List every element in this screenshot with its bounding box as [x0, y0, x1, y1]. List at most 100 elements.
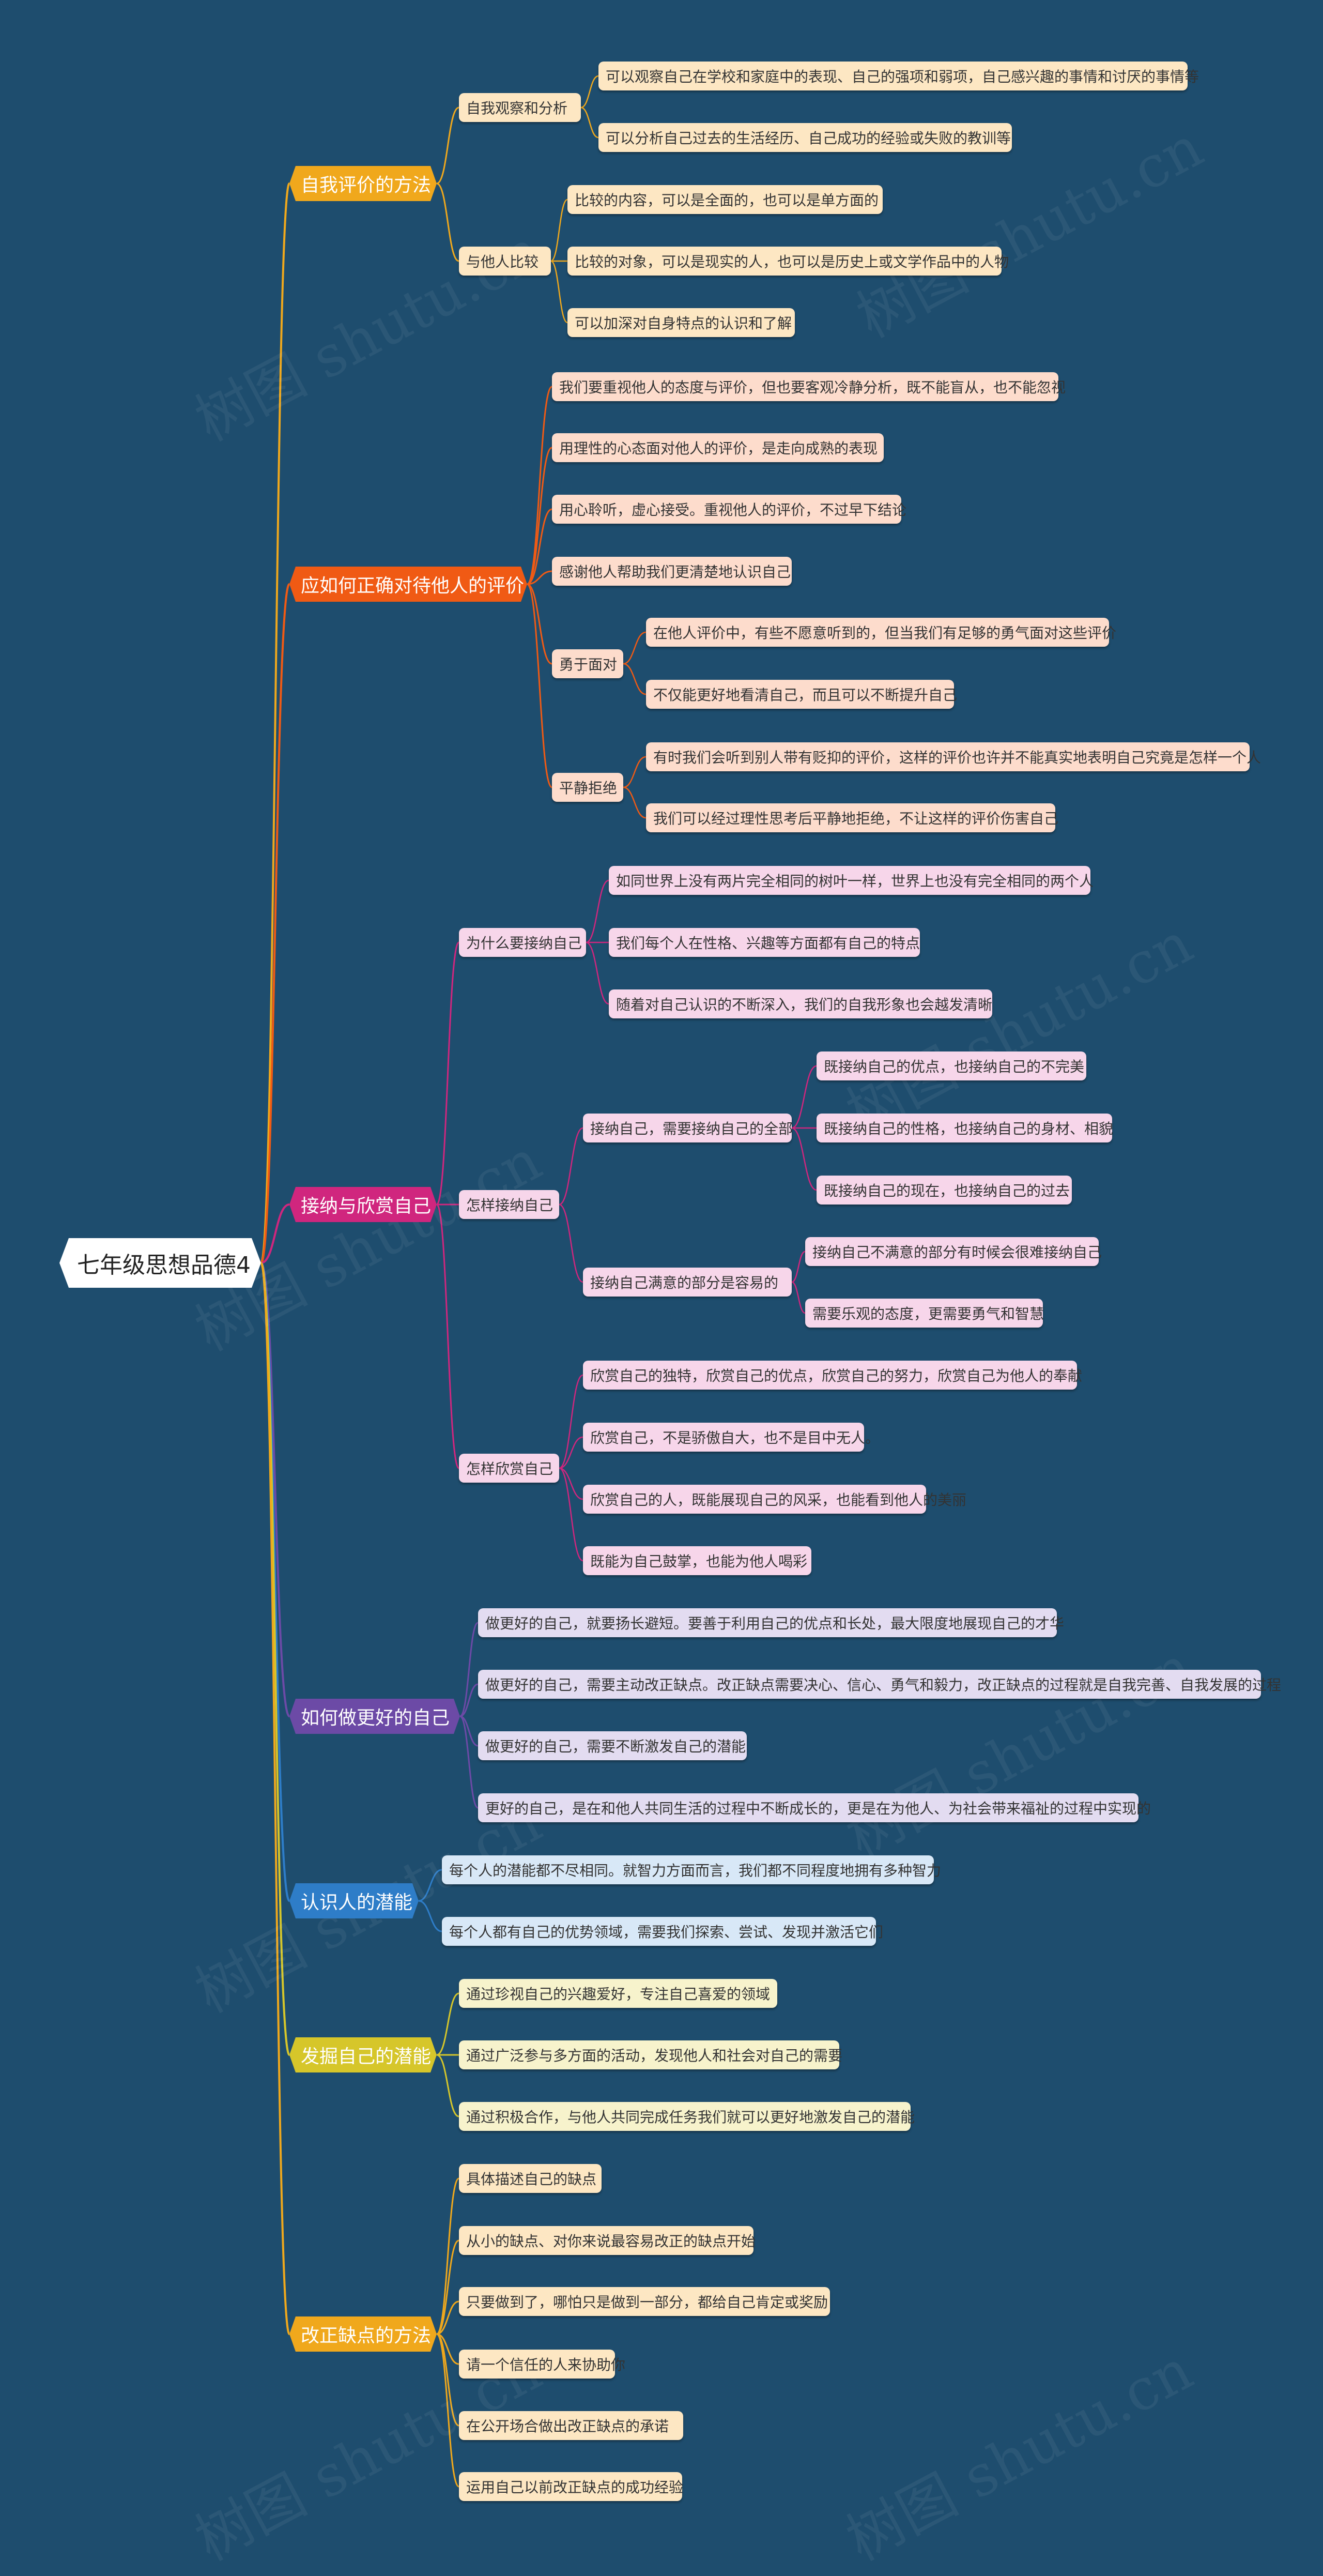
branch-node[interactable]: 认识人的潜能: [289, 1883, 419, 1918]
subtopic-node[interactable]: 欣赏自己，不是骄傲自大，也不是目中无人。: [583, 1423, 880, 1452]
branch-node[interactable]: 接纳与欣赏自己: [289, 1187, 437, 1222]
leaf-node[interactable]: 既接纳自己的优点，也接纳自己的不完美: [817, 1051, 1086, 1080]
subtopic-node[interactable]: 欣赏自己的人，既能展现自己的风采，也能看到他人的美丽: [583, 1485, 966, 1514]
connector-line: [559, 1467, 583, 1500]
topic-node[interactable]: 为什么要接纳自己: [459, 928, 586, 957]
connector-line: [550, 199, 568, 262]
connector-line: [436, 2239, 459, 2335]
connector-line: [418, 1869, 442, 1902]
connector-line: [580, 75, 599, 109]
connector-line: [559, 1467, 583, 1562]
branch-node[interactable]: 发掘自己的潜能: [289, 2037, 437, 2072]
connector-line: [623, 756, 647, 788]
connector-line: [260, 1262, 290, 2056]
topic-node[interactable]: 每个人的潜能都不尽相同。就智力方面而言，我们都不同程度地拥有多种智力: [442, 1855, 941, 1884]
connector-line: [586, 879, 609, 943]
topic-node[interactable]: 每个人都有自己的优势领域，需要我们探索、尝试、发现并激活它们: [442, 1917, 883, 1946]
topic-node[interactable]: 自我观察和分析: [459, 93, 581, 122]
topic-node[interactable]: 更好的自己，是在和他人共同生活的过程中不断成长的，更是在为他人、为社会带来福祉的…: [478, 1793, 1151, 1822]
subtopic-node[interactable]: 既能为自己鼓掌，也能为他人喝彩: [583, 1546, 811, 1575]
connector-line: [580, 106, 599, 139]
branch-node[interactable]: 应如何正确对待他人的评价: [289, 567, 527, 602]
topic-node[interactable]: 从小的缺点、对你来说最容易改正的缺点开始: [459, 2226, 756, 2255]
leaf-node[interactable]: 既接纳自己的现在，也接纳自己的过去: [817, 1176, 1072, 1205]
connector-line: [526, 583, 553, 788]
connector-line: [559, 1127, 583, 1206]
subtopic-node[interactable]: 我们每个人在性格、兴趣等方面都有自己的特点: [609, 928, 920, 957]
topic-node[interactable]: 通过广泛参与多方面的活动，发现他人和社会对自己的需要: [459, 2040, 842, 2069]
topic-node[interactable]: 做更好的自己，就要扬长避短。要善于利用自己的优点和长处，最大限度地展现自己的才华: [478, 1608, 1064, 1637]
topic-node[interactable]: 具体描述自己的缺点: [459, 2164, 602, 2193]
connector-line: [623, 786, 647, 819]
topic-node[interactable]: 我们要重视他人的态度与评价，但也要客观冷静分析，既不能盲从，也不能忽视: [552, 372, 1066, 401]
topic-node[interactable]: 请一个信任的人来协助你: [459, 2350, 625, 2379]
subtopic-node[interactable]: 可以观察自己在学校和家庭中的表现、自己的强项和弱项，自己感兴趣的事情和讨厌的事情…: [598, 62, 1199, 90]
root-node[interactable]: 七年级思想品德4: [59, 1238, 261, 1288]
connector-line: [436, 2177, 459, 2335]
leaf-node[interactable]: 需要乐观的态度，更需要勇气和智慧: [805, 1299, 1044, 1328]
connector-line: [436, 1203, 460, 1469]
topic-node[interactable]: 平静拒绝: [552, 773, 623, 802]
topic-node[interactable]: 运用自己以前改正缺点的成功经验: [459, 2472, 683, 2501]
connector-line: [526, 386, 553, 585]
subtopic-node[interactable]: 不仅能更好地看清自己，而且可以不断提升自己: [646, 680, 957, 709]
connector-line: [436, 1992, 459, 2056]
connector-line: [527, 508, 552, 585]
topic-node[interactable]: 做更好的自己，需要主动改正缺点。改正缺点需要决心、信心、勇气和毅力，改正缺点的过…: [478, 1670, 1281, 1699]
leaf-node[interactable]: 既接纳自己的性格，也接纳自己的身材、相貌: [817, 1114, 1113, 1142]
subtopic-node[interactable]: 接纳自己，需要接纳自己的全部: [583, 1114, 793, 1142]
subtopic-node[interactable]: 在他人评价中，有些不愿意听到的，但当我们有足够的勇气面对这些评价: [646, 618, 1116, 647]
topic-node[interactable]: 怎样欣赏自己: [459, 1454, 559, 1483]
topic-node[interactable]: 通过积极合作，与他人共同完成任务我们就可以更好地激发自己的潜能: [459, 2102, 915, 2131]
branch-node[interactable]: 自我评价的方法: [289, 166, 437, 201]
subtopic-node[interactable]: 如同世界上没有两片完全相同的树叶一样，世界上也没有完全相同的两个人: [609, 866, 1094, 895]
connector-line: [623, 663, 647, 695]
branch-node[interactable]: 如何做更好的自己: [289, 1699, 460, 1734]
connector-line: [436, 2333, 459, 2365]
topic-node[interactable]: 勇于面对: [552, 649, 623, 678]
topic-node[interactable]: 做更好的自己，需要不断激发自己的潜能: [478, 1731, 747, 1760]
connector-line: [459, 1715, 479, 1747]
branch-node[interactable]: 改正缺点的方法: [289, 2316, 437, 2352]
connector-line: [527, 583, 552, 665]
connector-line: [559, 1374, 583, 1469]
subtopic-node[interactable]: 可以加深对自身特点的认识和了解: [567, 308, 795, 337]
connector-line: [527, 570, 552, 585]
topic-node[interactable]: 与他人比较: [459, 247, 551, 276]
topic-node[interactable]: 怎样接纳自己: [459, 1190, 559, 1219]
topic-node[interactable]: 用理性的心态面对他人的评价，是走向成熟的表现: [552, 433, 884, 462]
connector-line: [436, 2054, 459, 2117]
connector-line: [586, 941, 609, 1005]
connector-line: [436, 2333, 459, 2488]
connector-line: [459, 1683, 479, 1717]
connector-line: [436, 182, 459, 262]
subtopic-node[interactable]: 接纳自己满意的部分是容易的: [583, 1268, 792, 1297]
subtopic-node[interactable]: 欣赏自己的独特，欣赏自己的优点，欣赏自己的努力，欣赏自己为他人的奉献: [583, 1361, 1082, 1390]
leaf-node[interactable]: 接纳自己不满意的部分有时候会很难接纳自己: [805, 1237, 1102, 1266]
subtopic-node[interactable]: 可以分析自己过去的生活经历、自己成功的经验或失败的教训等: [598, 123, 1012, 152]
connector-line: [436, 106, 459, 185]
connector-line: [260, 583, 290, 1264]
connector-line: [436, 2333, 459, 2427]
connector-line: [418, 1900, 442, 1932]
topic-node[interactable]: 通过珍视自己的兴趣爱好，专注自己喜爱的领域: [459, 1979, 777, 2008]
subtopic-node[interactable]: 随着对自己认识的不断深入，我们的自我形象也会越发清晰: [609, 989, 992, 1018]
connector-line: [791, 1127, 817, 1191]
topic-node[interactable]: 感谢他人帮助我们更清楚地认识自己: [552, 557, 792, 586]
topic-node[interactable]: 只要做到了，哪怕只是做到一部分，都给自己肯定或奖励: [459, 2287, 830, 2316]
connector-line: [260, 1203, 290, 1264]
subtopic-node[interactable]: 有时我们会听到别人带有贬抑的评价，这样的评价也许并不能真实地表明自己究竟是怎样一…: [646, 742, 1261, 771]
topic-node[interactable]: 在公开场合做出改正缺点的承诺: [459, 2411, 683, 2440]
subtopic-node[interactable]: 比较的内容，可以是全面的，也可以是单方面的: [567, 185, 883, 214]
subtopic-node[interactable]: 我们可以经过理性思考后平静地拒绝，不让这样的评价伤害自己: [646, 803, 1058, 832]
connector-line: [791, 1251, 806, 1283]
subtopic-node[interactable]: 比较的对象，可以是现实的人，也可以是历史上或文学作品中的人物: [567, 247, 1009, 276]
connector-line: [260, 182, 290, 1264]
connector-line: [459, 1715, 479, 1809]
connector-line: [550, 260, 568, 324]
connector-line: [260, 1262, 290, 2335]
topic-node[interactable]: 用心聆听，虚心接受。重视他人的评价，不过早下结论: [552, 495, 906, 524]
connector-line: [436, 2300, 459, 2335]
